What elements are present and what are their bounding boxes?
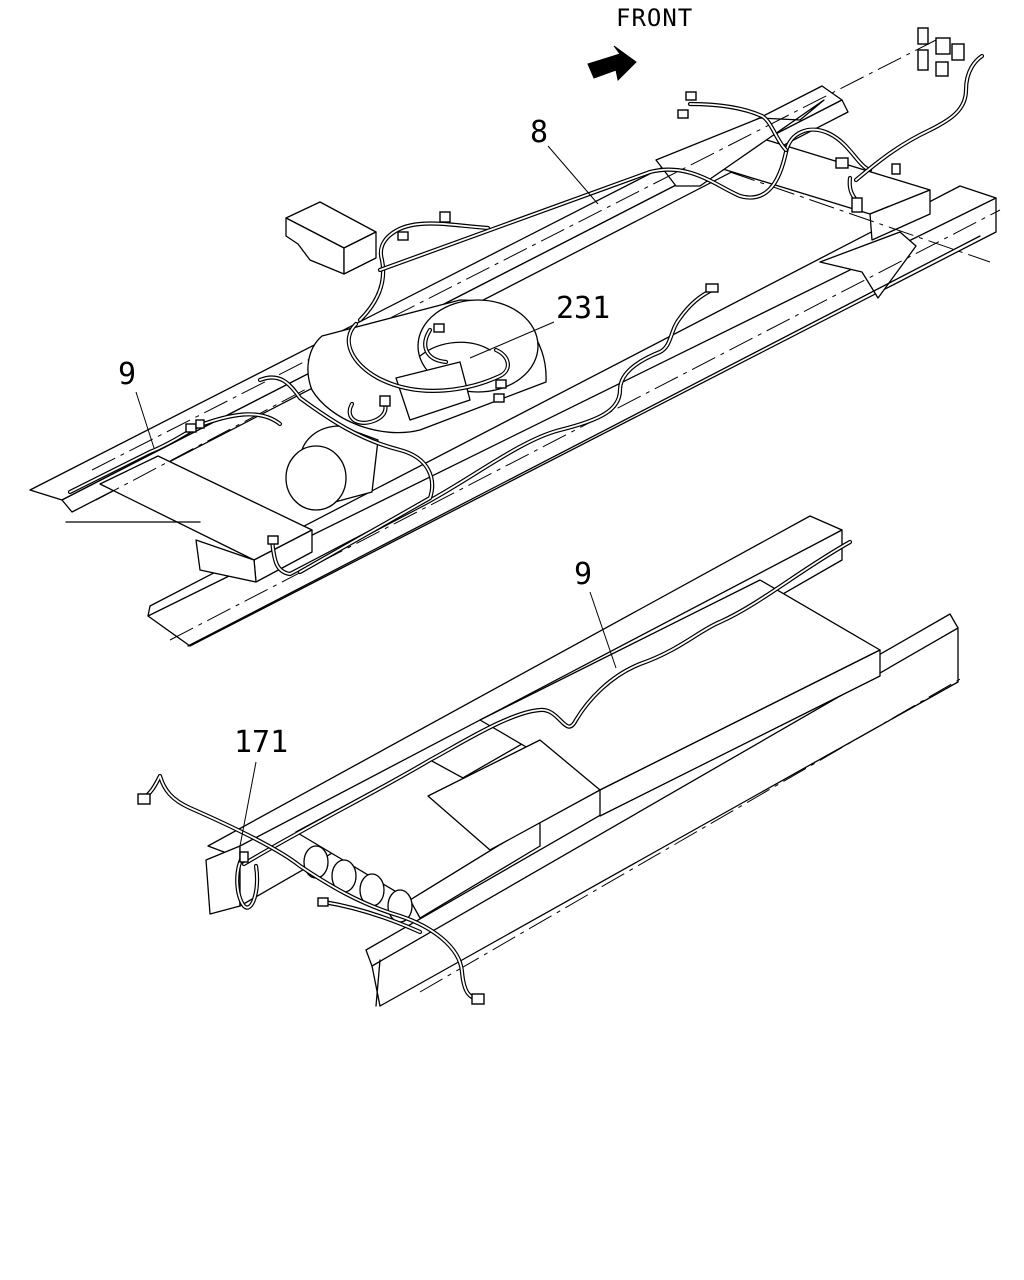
callout-9-upper: 9 [118, 357, 137, 392]
callout-171: 171 [234, 725, 289, 760]
upper-connectors [185, 27, 965, 545]
callout-9-lower: 9 [574, 557, 593, 592]
lower-harness-wires [137, 539, 853, 1003]
callout-8: 8 [530, 115, 549, 150]
canister [285, 361, 471, 511]
front-direction-label: FRONT [616, 4, 694, 32]
control-box [285, 201, 377, 275]
leader-171 [239, 761, 257, 847]
leader-9-upper [135, 391, 155, 449]
upper-harness-wires [67, 53, 985, 577]
leader-9-lower [589, 591, 617, 669]
lower-chassis-frame [205, 515, 963, 1007]
callout-231: 231 [556, 291, 611, 326]
lower-connectors [137, 793, 485, 1005]
front-arrow-icon [587, 45, 637, 82]
leader-8 [547, 145, 599, 205]
leader-231 [469, 321, 555, 359]
